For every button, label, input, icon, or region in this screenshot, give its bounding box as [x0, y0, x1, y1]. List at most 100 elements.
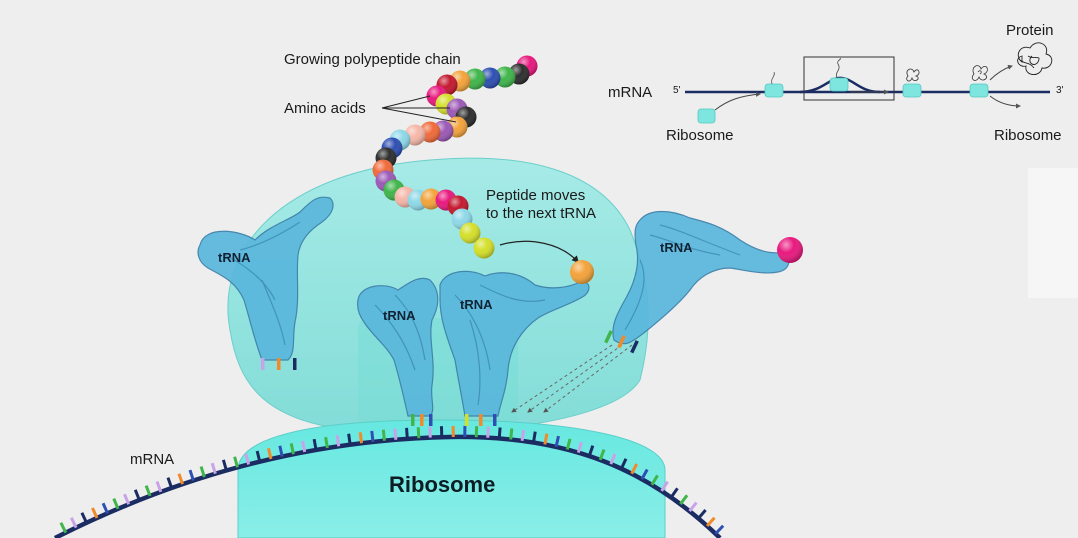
codon-tick	[70, 517, 78, 529]
codon-tick	[347, 433, 352, 445]
codon-tick	[660, 480, 669, 492]
trna-label-incoming: tRNA	[660, 240, 693, 255]
inset-three-prime: 3'	[1056, 85, 1064, 96]
inset-ribosome-4	[969, 65, 989, 98]
codon-tick	[565, 438, 572, 450]
inset-ribosome-2	[829, 57, 849, 92]
codon-tick	[221, 459, 228, 471]
codon-tick	[416, 427, 421, 439]
codon-tick	[650, 474, 659, 486]
codon-tick	[101, 502, 109, 514]
amino-acid-a-site	[570, 260, 594, 284]
codon-tick	[609, 453, 617, 465]
trna-label-p-site: tRNA	[383, 308, 416, 323]
incoming-trna-paths	[511, 344, 633, 413]
trna-a-site	[439, 270, 590, 426]
codon-tick	[166, 477, 174, 489]
codon-tick	[405, 427, 409, 439]
inset-protein-label: Protein	[1006, 22, 1054, 39]
amino-acids-label: Amino acids	[284, 100, 366, 117]
codon-tick	[669, 487, 679, 499]
codon-tick	[520, 429, 526, 441]
amino-acids-pointers	[381, 95, 457, 123]
trna-label-a-site: tRNA	[460, 297, 493, 312]
peptide-transfer-arrow	[499, 240, 579, 264]
codon-tick	[233, 456, 239, 468]
amino-acid-bead	[479, 67, 501, 89]
trna-incoming	[604, 210, 803, 354]
codon-tick	[697, 509, 707, 520]
inset-ribosome-1	[764, 71, 784, 98]
codon-tick	[91, 507, 99, 519]
inset-diagram	[685, 42, 1053, 124]
codon-tick	[688, 501, 698, 513]
codon-tick	[587, 445, 595, 457]
codon-tick	[324, 436, 329, 449]
trna-p-site	[357, 277, 439, 426]
trna-label-exiting: tRNA	[218, 250, 251, 265]
inset-ribosome-3	[902, 68, 922, 98]
amino-acid-bead	[494, 66, 516, 88]
inset-protein-knot	[1017, 42, 1053, 75]
codon-tick	[598, 449, 606, 461]
codon-tick	[543, 433, 549, 445]
codon-tick	[177, 473, 184, 485]
codon-tick	[486, 426, 490, 438]
amino-acid-bead	[473, 237, 495, 259]
codon-tick	[497, 427, 502, 439]
codon-tick	[554, 435, 560, 448]
codon-tick	[301, 440, 307, 453]
codon-tick	[509, 428, 514, 440]
anticodon-a-site	[465, 414, 497, 426]
ribosome-label: Ribosome	[389, 472, 496, 497]
inset-ribosome-free	[697, 108, 716, 124]
codon-tick	[123, 493, 131, 505]
codon-tick	[714, 524, 725, 535]
codon-tick	[59, 522, 68, 534]
trna-exiting	[197, 196, 334, 370]
codon-tick	[705, 516, 716, 527]
codon-tick	[278, 445, 284, 457]
growing-chain-label: Growing polypeptide chain	[284, 51, 461, 68]
amino-acid-bead	[459, 222, 481, 244]
codon-tick	[679, 494, 689, 505]
codon-tick	[133, 489, 141, 501]
codon-tick	[630, 463, 639, 475]
codon-tick	[144, 485, 152, 497]
codon-tick	[199, 466, 206, 478]
inset-highlight-box	[803, 56, 895, 101]
codon-tick	[188, 469, 195, 482]
codon-tick	[112, 498, 120, 510]
anticodon-incoming	[604, 330, 639, 354]
mrna-strand	[53, 425, 725, 538]
inset-five-prime: 5'	[673, 85, 681, 96]
codon-ticks	[59, 425, 725, 535]
codon-tick	[289, 443, 295, 455]
inset-mrna-label: mRNA	[608, 84, 653, 101]
codon-tick	[244, 453, 251, 465]
polypeptide-chain	[372, 55, 538, 259]
inset-ribosome-in-label: Ribosome	[666, 127, 734, 144]
codon-tick	[381, 429, 386, 441]
codon-tick	[80, 512, 88, 524]
anticodon-p-site	[411, 414, 433, 426]
codon-tick	[267, 447, 273, 460]
peptide-moves-label-line1: Peptide moves	[486, 187, 586, 204]
codon-tick	[576, 441, 583, 454]
codon-tick	[620, 458, 628, 470]
codon-tick	[155, 481, 163, 493]
codon-tick	[358, 432, 364, 444]
mrna-label: mRNA	[130, 451, 175, 468]
codon-tick	[370, 430, 375, 443]
codon-tick	[335, 435, 341, 447]
inset-ribosome-out-label: Ribosome	[994, 127, 1062, 144]
codon-tick	[210, 462, 217, 475]
amino-acid-bead	[420, 188, 442, 210]
peptide-moves-label-line2: to the next tRNA	[486, 205, 597, 222]
codon-tick	[640, 468, 649, 480]
codon-tick	[393, 428, 398, 440]
background-panel	[1028, 168, 1078, 298]
codon-tick	[532, 431, 537, 443]
codon-tick	[255, 450, 262, 463]
